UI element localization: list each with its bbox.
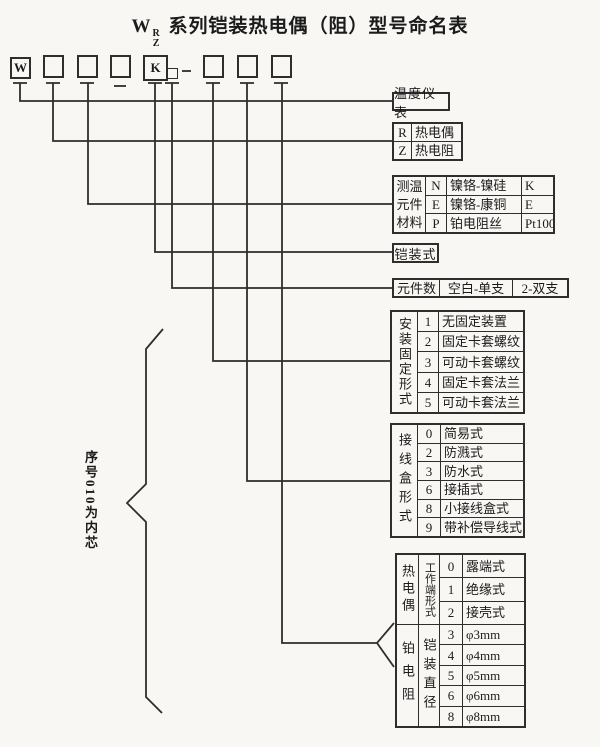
element-count-table: 元件数 空白-单支 2-双支 xyxy=(392,278,569,298)
title-w: W xyxy=(131,16,152,37)
table-row: 1 绝缘式 xyxy=(440,578,524,602)
table-row: N 镍铬-镍硅 K xyxy=(426,177,553,196)
table-row: 8 φ8mm xyxy=(440,706,524,726)
code-box-5-sub xyxy=(167,68,178,79)
table-row: 6 φ6mm xyxy=(440,686,524,707)
working-end-header: 工作端形式 xyxy=(419,555,440,625)
table-row: 5 φ5mm xyxy=(440,665,524,687)
table-row: R 热电偶 xyxy=(394,124,461,142)
table-row: P 铂电阻丝 Pt100 xyxy=(426,214,553,233)
table-row: 4 固定卡套法兰 xyxy=(418,372,523,393)
sensor-group-column: 热电偶 铂电阻 xyxy=(397,555,419,726)
serial-note: 序号010为内芯 xyxy=(82,450,98,551)
thermocouple-header: 热电偶 xyxy=(397,555,419,625)
tip-diameter-table: 热电偶 铂电阻 工作端形式 铠装直径 0 露端式 1 绝缘式 2 接壳式 3 φ… xyxy=(395,553,526,728)
code-box-1: W xyxy=(10,57,31,79)
table-row: Z 热电阻 xyxy=(394,142,461,159)
table-row: 4 φ4mm xyxy=(440,645,524,666)
table-row: 3 φ3mm xyxy=(440,624,524,646)
table-row: 0 露端式 xyxy=(440,555,524,579)
table-row: 3 防水式 xyxy=(418,462,523,482)
table-row: 元件数 空白-单支 2-双支 xyxy=(394,280,567,296)
code-box-4 xyxy=(110,55,131,78)
table-row: 2 固定卡套螺纹 xyxy=(418,332,523,353)
sub-header-column: 工作端形式 铠装直径 xyxy=(419,555,440,726)
table-row: 6 接插式 xyxy=(418,481,523,500)
mounting-header: 安装固定形式 xyxy=(392,312,418,412)
junction-box-table: 接线盒形式 0 简易式 2 防溅式 3 防水式 6 接插式 8 小接线盒式 xyxy=(390,423,525,538)
table-row: 9 带补偿导线式 xyxy=(418,518,523,537)
code-box-2 xyxy=(43,55,64,78)
temp-instrument-box: 温度仪表 xyxy=(392,86,450,120)
code-box-5: K xyxy=(143,55,168,81)
table-row: 1 无固定装置 xyxy=(418,312,523,333)
table-row: 2 防溅式 xyxy=(418,443,523,463)
code-box-7 xyxy=(237,55,258,78)
armored-type-box: 铠装式 xyxy=(392,243,439,263)
code-box-8 xyxy=(271,55,292,78)
table-row: 5 可动卡套法兰 xyxy=(418,392,523,413)
element-material-header: 测温 元件 材料 xyxy=(394,177,426,232)
table-row: 2 接壳式 xyxy=(440,601,524,625)
table-row: E 镍铬-康铜 E xyxy=(426,195,553,215)
junction-box-header: 接线盒形式 xyxy=(392,425,418,536)
sheath-diameter-header: 铠装直径 xyxy=(419,625,440,726)
sensor-type-table: R 热电偶 Z 热电阻 xyxy=(392,122,463,161)
table-row: 3 可动卡套螺纹 xyxy=(418,352,523,373)
code-box-3 xyxy=(77,55,98,78)
mounting-table: 安装固定形式 1 无固定装置 2 固定卡套螺纹 3 可动卡套螺纹 4 固定卡套法… xyxy=(390,310,525,414)
title-text: 系列铠装热电偶（阻）型号命名表 xyxy=(168,16,469,37)
table-row: 0 简易式 xyxy=(418,425,523,444)
element-material-table: 测温 元件 材料 N 镍铬-镍硅 K E 镍铬-康铜 E P 铂电阻丝 Pt10… xyxy=(392,175,555,234)
table-row: 8 小接线盒式 xyxy=(418,499,523,519)
code-box-6 xyxy=(203,55,224,78)
pt-resistor-header: 铂电阻 xyxy=(397,625,419,726)
